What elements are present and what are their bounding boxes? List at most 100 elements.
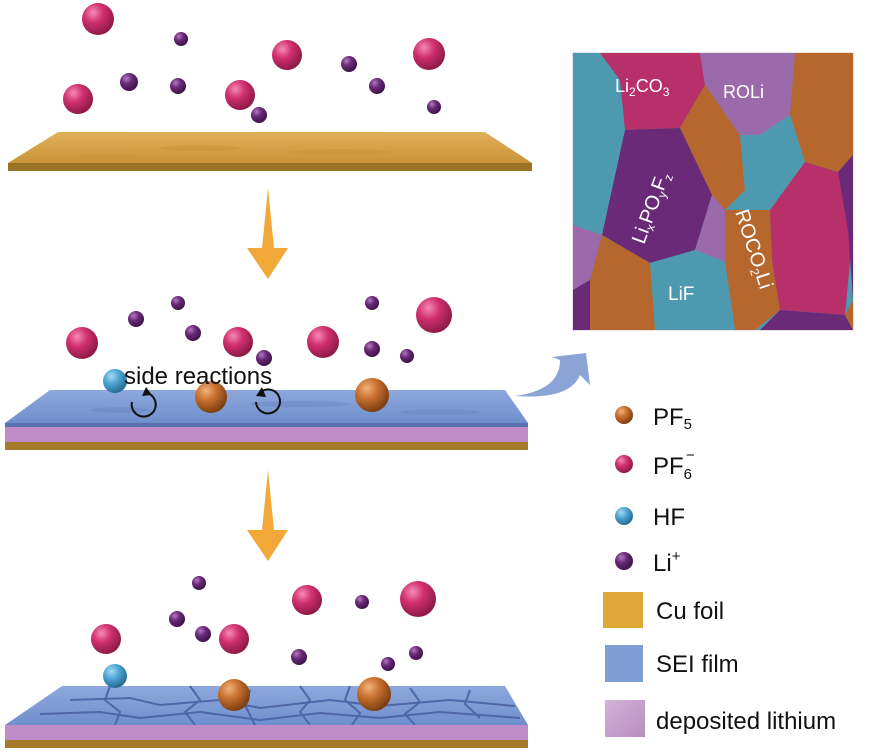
grain-purple-bl — [573, 280, 590, 330]
legend-label: deposited lithium — [656, 708, 836, 735]
li-ion — [355, 595, 369, 609]
grain-lixpoyfz — [602, 128, 712, 263]
legend-label: PF6 — [653, 453, 692, 483]
pf6-ion — [416, 297, 452, 333]
rotate-arrow-icon — [130, 388, 281, 418]
cu-foil-swatch-icon — [603, 592, 643, 628]
grain-label-lif: LiF — [668, 284, 694, 305]
li-ion — [120, 73, 138, 91]
pf6-ion — [82, 3, 114, 35]
hf-sphere-icon — [615, 507, 633, 525]
legend-label: SEI film — [656, 651, 739, 678]
sei-film-top — [5, 686, 528, 725]
grain-orange-tr — [790, 53, 853, 172]
li-ion — [381, 657, 395, 671]
li-ion — [400, 349, 414, 363]
sei-film-top — [5, 390, 528, 423]
legend-item-pf5: PF5 — [615, 404, 692, 433]
li-ion — [128, 311, 144, 327]
pf6-ion — [219, 624, 249, 654]
pf6-ion — [91, 624, 121, 654]
li-ion — [171, 296, 185, 310]
hf-molecule — [103, 369, 127, 393]
li-ion — [365, 296, 379, 310]
li-ion — [409, 646, 423, 660]
li-ion — [185, 325, 201, 341]
side-reactions-label: side reactions — [124, 363, 272, 390]
legend-sup: − — [686, 447, 695, 464]
li-ion — [369, 78, 385, 94]
grain-teal-mid — [740, 115, 805, 210]
cu-foil-edge — [8, 163, 532, 171]
sei-composition-inset: Li2CO3 ROLi LixPOyFz ROCO2Li LiF — [572, 52, 854, 331]
grain-roco2li — [725, 210, 780, 330]
pf6-ion — [307, 326, 339, 358]
grain-purple-right — [838, 155, 853, 300]
li-ion — [251, 107, 267, 123]
curved-arrow-icon — [515, 353, 590, 397]
legend-label: HF — [653, 504, 685, 531]
grain-pink-right — [770, 162, 853, 315]
pf6-ion — [292, 585, 322, 615]
panel3-ions — [91, 576, 436, 711]
grain-roli — [700, 53, 795, 135]
grain-label-roli: ROLi — [723, 82, 764, 102]
pf6-ion — [66, 327, 98, 359]
legend-item-li: Li+ — [615, 548, 681, 577]
panel2-ions — [66, 296, 452, 413]
deposited-lithium-swatch-icon — [605, 700, 645, 737]
li-ion — [427, 100, 441, 114]
li-ion — [192, 576, 206, 590]
grain-lif — [650, 250, 735, 330]
legend-label: Cu foil — [656, 598, 724, 625]
li-ion — [170, 78, 186, 94]
sei-film-swatch-icon — [605, 645, 643, 682]
grain-orange-bl — [590, 235, 655, 330]
pf6-ion — [413, 38, 445, 70]
pf6-ion — [63, 84, 93, 114]
legend-label: PF5 — [653, 404, 692, 433]
li-ion — [169, 611, 185, 627]
sei-film-edge — [5, 423, 528, 427]
grain-label-li2co3: Li2CO3 — [615, 76, 670, 99]
pf6-ion — [400, 581, 436, 617]
pf5-molecule — [195, 381, 227, 413]
pf5-molecule — [218, 679, 250, 711]
legend-item-pf6: PF6 − — [615, 447, 695, 483]
arrow-down-icon — [247, 188, 288, 279]
legend-item-hf: HF — [615, 504, 685, 531]
pf6-ion — [223, 327, 253, 357]
pf6-ion — [225, 80, 255, 110]
li-sphere-icon — [615, 552, 633, 570]
legend: PF5 PF6 − HF Li+ Cu foil SEI film deposi… — [603, 404, 836, 737]
li-ion — [174, 32, 188, 46]
grain-li2co3 — [600, 53, 705, 130]
cu-foil-top — [8, 132, 532, 163]
cu-foil-layer — [5, 740, 528, 748]
grain-lilac-left — [573, 225, 602, 290]
arrow-down-icon — [247, 470, 288, 561]
legend-label: Li+ — [653, 548, 681, 577]
panel-cu-foil — [8, 132, 532, 171]
legend-item-sei-film: SEI film — [605, 645, 739, 682]
grain-orange-far — [845, 300, 853, 330]
hf-molecule — [103, 664, 127, 688]
lithium-layer — [5, 427, 528, 442]
pf5-molecule — [355, 378, 389, 412]
panel-cracked-sei — [5, 685, 528, 748]
grain-orange-mid — [680, 85, 745, 210]
li-ion — [195, 626, 211, 642]
grain-purple-br — [760, 310, 853, 330]
pf6-ion — [272, 40, 302, 70]
legend-item-deposited-lithium: deposited lithium — [605, 700, 836, 737]
pf5-sphere-icon — [615, 406, 633, 424]
li-ion — [364, 341, 380, 357]
panel-sei-formation — [5, 390, 528, 450]
li-ion — [256, 350, 272, 366]
cu-foil-layer — [5, 442, 528, 450]
panel1-ions — [63, 3, 445, 123]
legend-item-cu-foil: Cu foil — [603, 592, 724, 628]
lithium-layer — [5, 725, 528, 740]
pf6-sphere-icon — [615, 455, 633, 473]
